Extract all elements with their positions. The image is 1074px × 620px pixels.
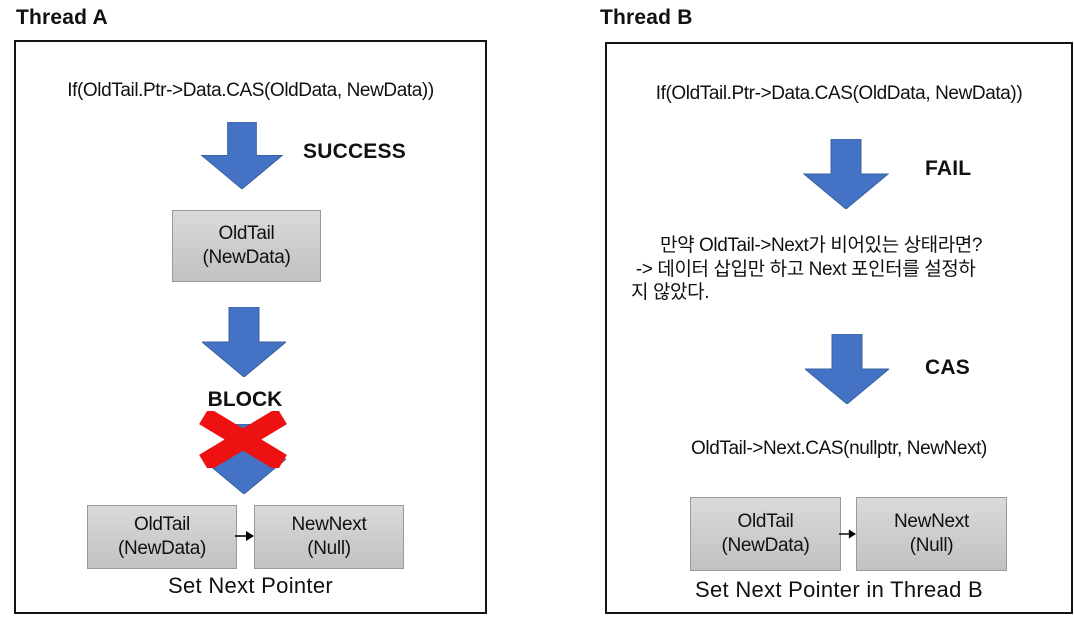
next-empty-note: 만약 OldTail->Next가 비어있는 상태라면? -> 데이터 삽입만 … xyxy=(631,234,1071,305)
thread-b-panel: If(OldTail.Ptr->Data.CAS(OldData, NewDat… xyxy=(605,42,1073,614)
node-box-line: NewNext xyxy=(291,514,367,535)
thread-a-title: Thread A xyxy=(16,6,108,29)
next-pointer-arrow-icon xyxy=(839,527,856,545)
note-line: -> 데이터 삽입만 하고 Next 포인터를 설정하 xyxy=(631,258,976,280)
node-box-line: OldTail xyxy=(134,514,190,535)
next-pointer-arrow-icon xyxy=(235,529,254,547)
block-x-icon xyxy=(198,407,288,473)
next-cas-code: OldTail->Next.CAS(nullptr, NewNext) xyxy=(691,438,987,459)
thread-b-title: Thread B xyxy=(600,6,693,29)
node-box-oldtail: OldTail (NewData) xyxy=(87,505,237,569)
node-box-line: (Null) xyxy=(307,538,351,559)
node-box-line: OldTail xyxy=(737,511,794,532)
down-arrow-icon xyxy=(805,334,889,404)
node-box-line: (Null) xyxy=(909,535,954,556)
block-label: BLOCK xyxy=(207,388,283,411)
note-line: 지 않았다. xyxy=(631,282,710,303)
success-label: SUCCESS xyxy=(303,140,406,163)
node-box-line: (NewData) xyxy=(117,538,207,559)
node-box-line: NewNext xyxy=(894,511,969,532)
thread-b-cas-code: If(OldTail.Ptr->Data.CAS(OldData, NewDat… xyxy=(655,83,1023,104)
set-next-pointer-caption: Set Next Pointer xyxy=(168,573,333,598)
down-arrow-icon xyxy=(202,307,286,377)
down-arrow-icon xyxy=(200,122,284,189)
node-box-oldtail: OldTail (NewData) xyxy=(690,497,841,571)
node-box-line: OldTail xyxy=(218,223,275,244)
fail-label: FAIL xyxy=(925,157,972,180)
note-line: 만약 OldTail->Next가 비어있는 상태라면? xyxy=(660,235,983,256)
node-box-line: (NewData) xyxy=(202,247,291,268)
node-box-line: (NewData) xyxy=(721,535,810,556)
thread-a-panel: If(OldTail.Ptr->Data.CAS(OldData, NewDat… xyxy=(14,40,487,614)
cas-label: CAS xyxy=(925,356,970,379)
node-box-oldtail: OldTail (NewData) xyxy=(172,210,321,282)
thread-a-cas-code: If(OldTail.Ptr->Data.CAS(OldData, NewDat… xyxy=(67,80,434,101)
node-box-newnext: NewNext (Null) xyxy=(254,505,404,569)
down-arrow-icon xyxy=(803,139,889,209)
set-next-pointer-caption: Set Next Pointer in Thread B xyxy=(694,577,984,602)
node-box-newnext: NewNext (Null) xyxy=(856,497,1007,571)
